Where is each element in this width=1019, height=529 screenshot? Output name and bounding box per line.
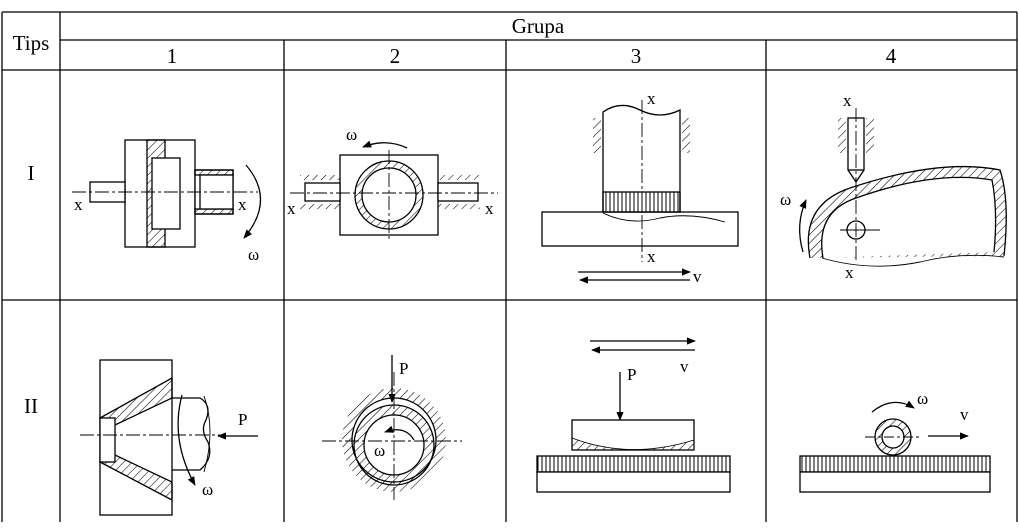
omega-label: ω <box>346 125 357 144</box>
axis-label: x <box>647 89 656 108</box>
diagram-II-1 <box>80 359 258 516</box>
axis-label: x <box>485 199 494 218</box>
group-header: Grupa <box>512 14 565 38</box>
velocity-label: v <box>960 405 969 424</box>
column-header-1: 1 <box>167 44 178 68</box>
force-label: P <box>627 365 636 384</box>
column-header-2: 2 <box>390 44 401 68</box>
omega-label: ω <box>917 389 928 408</box>
axis-label: x <box>287 199 296 218</box>
diagram-I-2 <box>290 140 498 240</box>
column-header-3: 3 <box>631 44 642 68</box>
diagram-I-4 <box>799 108 1007 267</box>
omega-label: ω <box>202 480 213 499</box>
diagram-I-3 <box>541 100 739 284</box>
diagram-I-1 <box>72 139 262 248</box>
axis-label: x <box>845 263 854 282</box>
column-header-4: 4 <box>886 44 897 68</box>
axis-label: x <box>238 195 247 214</box>
omega-label: ω <box>374 441 385 460</box>
table-grid <box>1 11 1018 522</box>
omega-label: ω <box>248 245 259 264</box>
axis-label: x <box>647 247 656 266</box>
diagram-II-3 <box>536 337 731 493</box>
force-label: P <box>399 359 408 378</box>
row-header-2: II <box>24 394 38 418</box>
force-label: P <box>238 410 247 429</box>
corner-header: Tips <box>13 31 50 55</box>
diagram-II-2 <box>322 355 462 500</box>
velocity-label: v <box>680 357 689 376</box>
velocity-label: v <box>693 267 702 286</box>
axis-label: x <box>843 91 852 110</box>
diagram-II-4 <box>799 400 991 493</box>
row-header-1: I <box>28 161 35 185</box>
axis-label: x <box>74 195 83 214</box>
omega-label: ω <box>780 190 791 209</box>
